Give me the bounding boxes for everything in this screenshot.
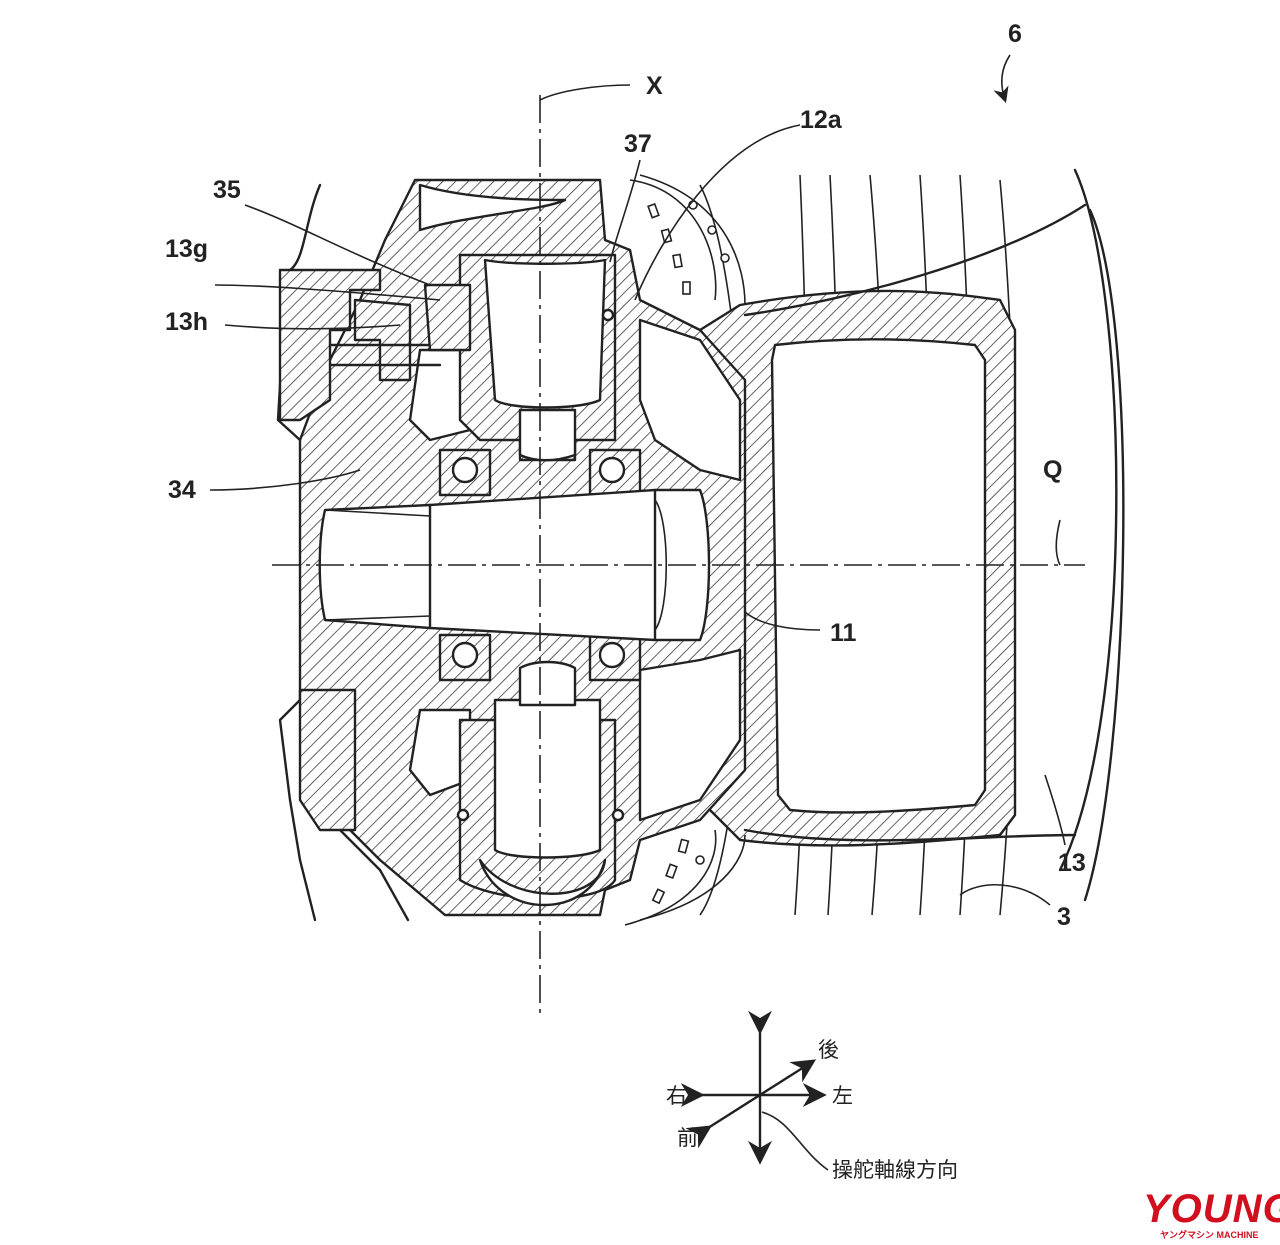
label-34: 34 <box>168 476 196 504</box>
label-3: 3 <box>1057 903 1071 931</box>
upper-kingpin <box>456 253 617 462</box>
label-x: X <box>646 72 663 100</box>
compass-axis-leader <box>761 1111 829 1171</box>
reference-labels: 6 X 12a 37 35 13g 13h 34 Q 11 13 3 <box>165 20 1086 931</box>
label-13: 13 <box>1058 849 1086 877</box>
leader-lines <box>209 54 1066 906</box>
direction-compass: 後 右 左 前 操舵軸線方向 <box>666 1010 958 1182</box>
label-35: 35 <box>213 176 241 204</box>
logo-main-text: YOUNG <box>1143 1187 1280 1231</box>
steering-axis-leader <box>539 84 631 101</box>
compass-rear: 後 <box>818 1038 839 1062</box>
label-13g: 13g <box>165 235 208 263</box>
bearings <box>438 448 642 682</box>
logo-sub-text: ヤングマシン MACHINE <box>1160 1229 1259 1240</box>
label-6: 6 <box>1008 20 1022 48</box>
knuckle-cavities <box>408 318 742 822</box>
lower-kingpin <box>456 660 625 907</box>
young-machine-logo: YOUNG ヤングマシン MACHINE <box>1143 1187 1280 1240</box>
label-13h: 13h <box>165 308 208 336</box>
label-11: 11 <box>830 619 857 647</box>
compass-right: 右 <box>666 1084 687 1108</box>
label-q: Q <box>1043 456 1062 484</box>
left-housing <box>276 183 472 922</box>
compass-front: 前 <box>677 1126 698 1150</box>
label-12a: 12a <box>800 106 843 134</box>
compass-left: 左 <box>832 1084 853 1108</box>
swing-arm-13 <box>698 203 1087 847</box>
label-37: 37 <box>624 130 652 158</box>
compass-axis-direction: 操舵軸線方向 <box>832 1158 958 1182</box>
compass-diagonal-arrow <box>685 1059 817 1149</box>
